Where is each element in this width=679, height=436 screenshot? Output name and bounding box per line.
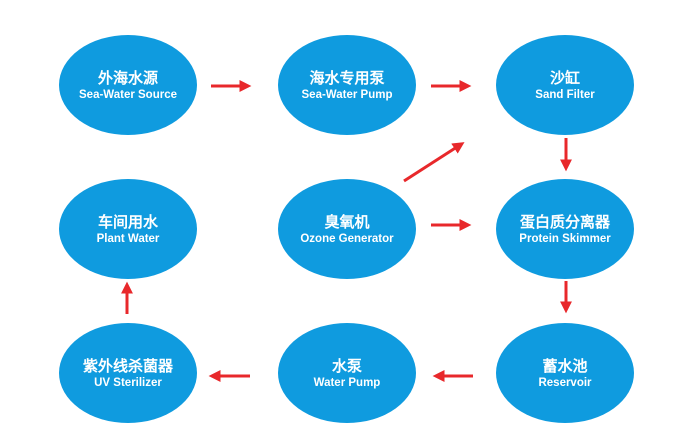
node-label-en: Ozone Generator xyxy=(300,232,394,245)
node-ozone-generator: 臭氧机 Ozone Generator xyxy=(278,179,416,279)
node-label-cn: 外海水源 xyxy=(97,68,158,87)
node-label-en: Water Pump xyxy=(313,376,381,389)
arrow-ozone-to-sand xyxy=(403,142,465,183)
node-label-en: UV Sterilizer xyxy=(94,376,162,389)
node-label-cn: 臭氧机 xyxy=(324,212,370,231)
node-reservoir: 蓄水池 Reservoir xyxy=(496,323,634,423)
node-label-en: Sea-Water Pump xyxy=(301,88,393,101)
node-plant-water: 车间用水 Plant Water xyxy=(59,179,197,279)
node-label-en: Sand Filter xyxy=(535,88,595,101)
node-label-cn: 紫外线杀菌器 xyxy=(82,356,173,375)
node-label-cn: 蛋白质分离器 xyxy=(519,212,610,231)
node-uv-sterilizer: 紫外线杀菌器 UV Sterilizer xyxy=(59,323,197,423)
node-label-en: Protein Skimmer xyxy=(519,232,611,245)
node-label-cn: 车间用水 xyxy=(97,212,158,231)
node-water-pump: 水泵 Water Pump xyxy=(278,323,416,423)
node-sea-water-source: 外海水源 Sea-Water Source xyxy=(59,35,197,135)
node-label-cn: 水泵 xyxy=(331,356,362,375)
node-protein-skimmer: 蛋白质分离器 Protein Skimmer xyxy=(496,179,634,279)
node-sea-water-pump: 海水专用泵 Sea-Water Pump xyxy=(278,35,416,135)
node-label-cn: 蓄水池 xyxy=(542,356,588,375)
node-label-en: Reservoir xyxy=(538,376,592,389)
node-label-cn: 沙缸 xyxy=(549,68,580,87)
node-sand-filter: 沙缸 Sand Filter xyxy=(496,35,634,135)
node-label-en: Sea-Water Source xyxy=(79,88,177,101)
node-label-cn: 海水专用泵 xyxy=(309,68,385,87)
node-label-en: Plant Water xyxy=(96,232,160,245)
